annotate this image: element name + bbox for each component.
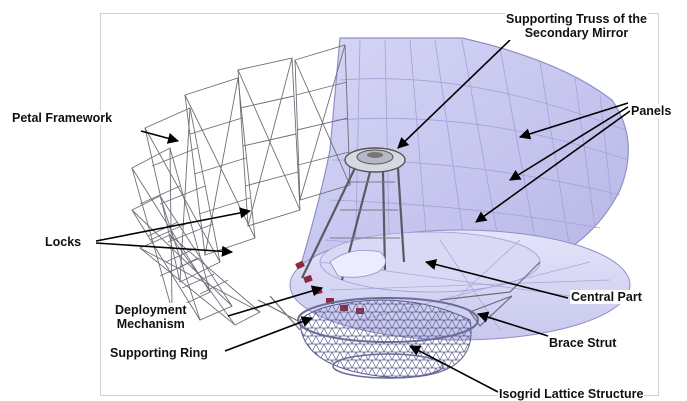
label-panels: Panels [630,104,673,118]
label-supporting-ring: Supporting Ring [109,346,209,360]
secondary-mirror-truss [301,147,406,281]
central-part [329,249,386,278]
label-truss-line1: Supporting Truss of the [506,12,647,26]
label-petal-framework: Petal Framework [11,111,114,125]
label-truss-line2: Secondary Mirror [524,26,629,40]
label-secondary-mirror-truss: Supporting Truss of the Secondary Mirror [505,12,648,40]
label-central-part: Central Part [570,290,643,304]
label-brace-strut: Brace Strut [548,336,618,350]
label-deployment-line1: Deployment [115,303,187,317]
lower-structure [257,261,541,379]
leader-arrows [95,39,631,393]
label-locks: Locks [44,235,83,249]
label-isogrid-lattice: Isogrid Lattice Structure [498,387,645,401]
petal-framework [131,44,351,326]
label-deployment-line2: Mechanism [116,317,185,331]
label-deployment-mechanism: Deployment Mechanism [114,303,188,331]
